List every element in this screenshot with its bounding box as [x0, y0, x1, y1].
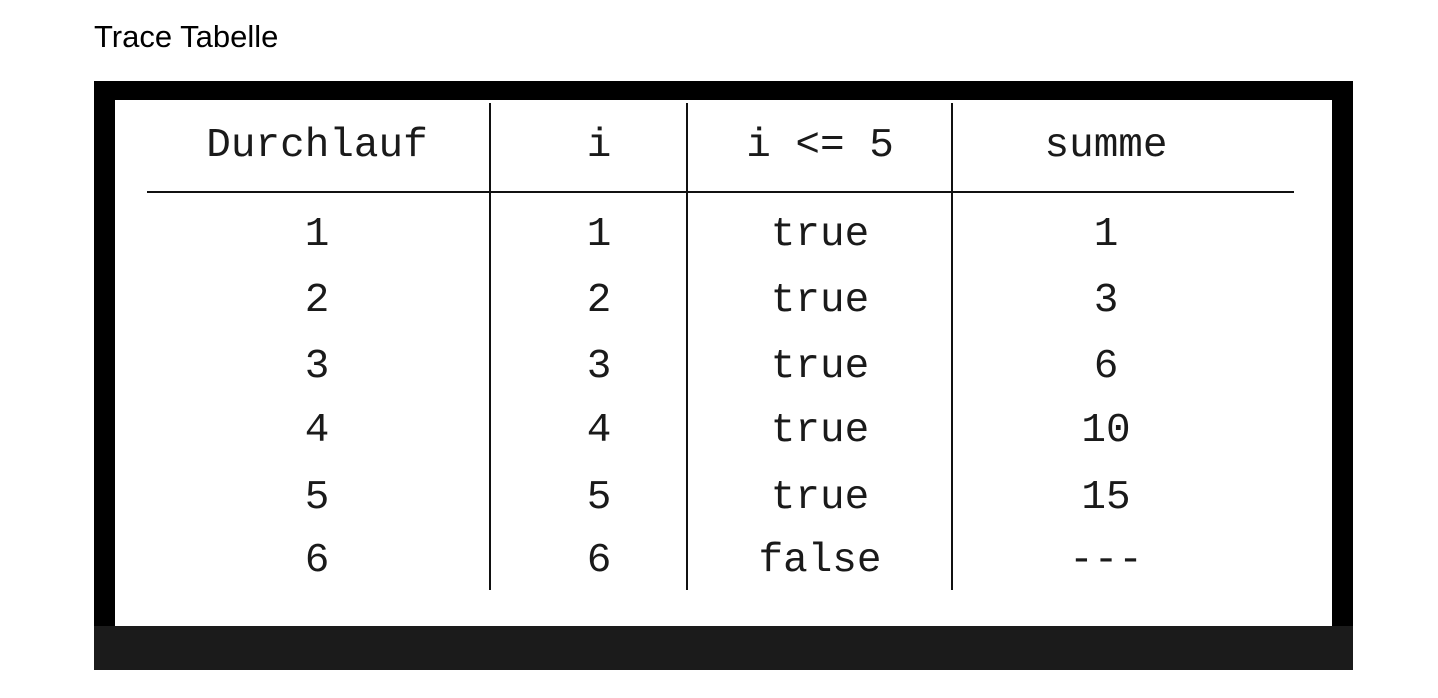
column-divider	[686, 103, 688, 590]
table-cell: 6	[586, 538, 612, 584]
table-cell: 1	[1093, 212, 1119, 258]
table-cell: 2	[304, 278, 330, 324]
header-divider	[147, 191, 1294, 193]
column-header-condition: i <= 5	[746, 123, 894, 169]
table-cell: 3	[586, 344, 612, 390]
table-cell: 4	[304, 408, 330, 454]
table-cell: true	[770, 212, 870, 258]
table-cell: 5	[586, 475, 612, 521]
column-divider	[489, 103, 491, 590]
table-cell: 10	[1081, 408, 1131, 454]
table-cell: 6	[1093, 344, 1119, 390]
column-divider	[951, 103, 953, 590]
table-cell: 5	[304, 475, 330, 521]
image-bottom-border	[94, 626, 1353, 670]
table-cell: ---	[1069, 538, 1143, 584]
table-cell: true	[770, 278, 870, 324]
trace-table: Durchlauf i i <= 5 summe 1 1 true 1 2 2 …	[115, 100, 1332, 626]
table-cell: 3	[1093, 278, 1119, 324]
column-header-i: i	[586, 123, 612, 169]
table-cell: 1	[586, 212, 612, 258]
trace-table-image: Durchlauf i i <= 5 summe 1 1 true 1 2 2 …	[94, 81, 1353, 670]
table-cell: true	[770, 475, 870, 521]
table-cell: false	[758, 538, 882, 584]
column-header-summe: summe	[1044, 123, 1168, 169]
table-cell: 1	[304, 212, 330, 258]
table-cell: 3	[304, 344, 330, 390]
document-heading: Trace Tabelle	[94, 19, 279, 54]
table-cell: 6	[304, 538, 330, 584]
column-header-durchlauf: Durchlauf	[206, 123, 428, 169]
table-cell: true	[770, 344, 870, 390]
table-cell: 4	[586, 408, 612, 454]
table-cell: 15	[1081, 475, 1131, 521]
table-cell: 2	[586, 278, 612, 324]
table-cell: true	[770, 408, 870, 454]
